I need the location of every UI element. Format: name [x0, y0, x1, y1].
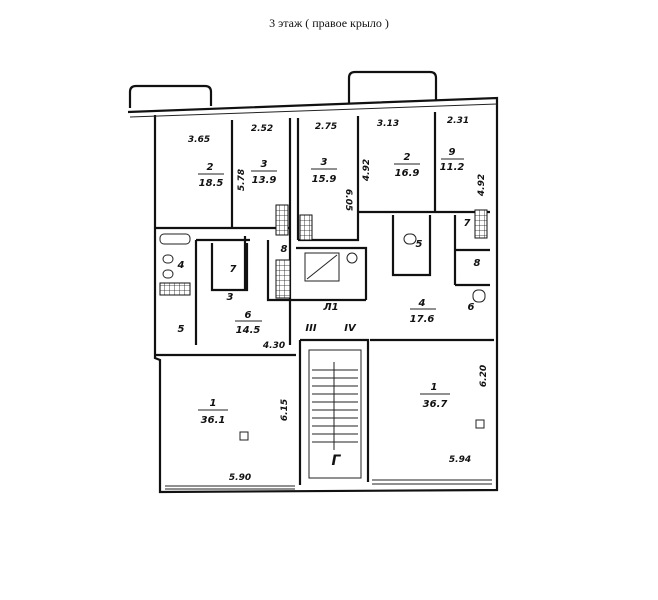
room-4-17.6: 417.6 — [410, 298, 436, 325]
svg-text:1: 1 — [431, 382, 438, 393]
svg-text:15.9: 15.9 — [312, 174, 337, 185]
room-7: 7 — [230, 264, 237, 275]
room-3-15.9: 315.9 — [311, 157, 337, 185]
room-5-bath: 5 — [416, 239, 423, 250]
room-9-11.2: 911.2 — [440, 147, 465, 173]
svg-text:4.92: 4.92 — [477, 174, 487, 197]
svg-text:14.5: 14.5 — [236, 325, 261, 336]
svg-text:5.94: 5.94 — [449, 455, 471, 465]
plan-title: 3 этаж ( правое крыло ) — [269, 16, 389, 30]
room-8-right: 8 — [474, 258, 481, 269]
svg-text:18.5: 18.5 — [199, 178, 224, 189]
svg-text:2: 2 — [207, 162, 214, 173]
room-6-14.5: 614.5 — [235, 310, 262, 336]
section-iii-label: III — [305, 323, 316, 334]
room-4-bath: 4 — [177, 260, 185, 271]
svg-text:6.20: 6.20 — [479, 365, 489, 387]
room-1-36.7: 136.7 — [420, 382, 450, 410]
svg-text:4: 4 — [418, 298, 426, 309]
room-6-wc: 6 — [468, 302, 475, 313]
room-7-right: 7 — [464, 218, 471, 229]
svg-text:1: 1 — [210, 398, 217, 409]
room-1-36.1: 136.1 — [198, 398, 228, 426]
svg-text:2.52: 2.52 — [251, 124, 273, 134]
svg-text:2: 2 — [404, 152, 411, 163]
svg-text:16.9: 16.9 — [395, 168, 420, 179]
svg-text:6.05: 6.05 — [343, 189, 353, 211]
room-3-closet: 3 — [227, 292, 234, 303]
landing-label: Л1 — [322, 302, 338, 313]
svg-text:36.7: 36.7 — [423, 399, 448, 410]
walls — [127, 70, 499, 494]
room-8: 8 — [281, 244, 288, 255]
room-labels: 218.5 313.9 315.9 216.9 911.2 614.5 417.… — [177, 147, 481, 469]
svg-text:6.15: 6.15 — [280, 399, 290, 421]
svg-text:17.6: 17.6 — [410, 314, 435, 325]
svg-text:5.90: 5.90 — [229, 473, 251, 483]
svg-text:9: 9 — [449, 147, 456, 158]
svg-text:3.65: 3.65 — [188, 135, 210, 145]
balcony-left — [128, 84, 213, 108]
svg-text:2.31: 2.31 — [447, 116, 469, 126]
svg-text:4.92: 4.92 — [362, 159, 372, 182]
outer-wall — [127, 96, 499, 494]
room-3-13.9: 313.9 — [251, 159, 277, 186]
svg-text:2.75: 2.75 — [315, 122, 337, 132]
svg-text:36.1: 36.1 — [201, 415, 226, 426]
svg-text:5.78: 5.78 — [237, 169, 247, 191]
room-2-16.9: 216.9 — [394, 152, 420, 179]
svg-text:3.13: 3.13 — [377, 119, 399, 129]
stair-label: Г — [332, 453, 342, 469]
svg-text:3: 3 — [321, 157, 328, 168]
room-2-18.5: 218.5 — [198, 162, 224, 189]
svg-text:4.30: 4.30 — [262, 341, 285, 351]
room-5-wc: 5 — [178, 324, 185, 335]
svg-text:3: 3 — [261, 159, 268, 170]
dimensions: 3.65 2.52 2.75 3.13 2.31 5.78 6.05 4.92 … — [188, 116, 489, 483]
section-iv-label: IV — [344, 323, 357, 334]
svg-text:13.9: 13.9 — [252, 175, 277, 186]
svg-text:11.2: 11.2 — [440, 162, 465, 173]
svg-text:6: 6 — [245, 310, 252, 321]
balcony-right — [347, 70, 438, 104]
